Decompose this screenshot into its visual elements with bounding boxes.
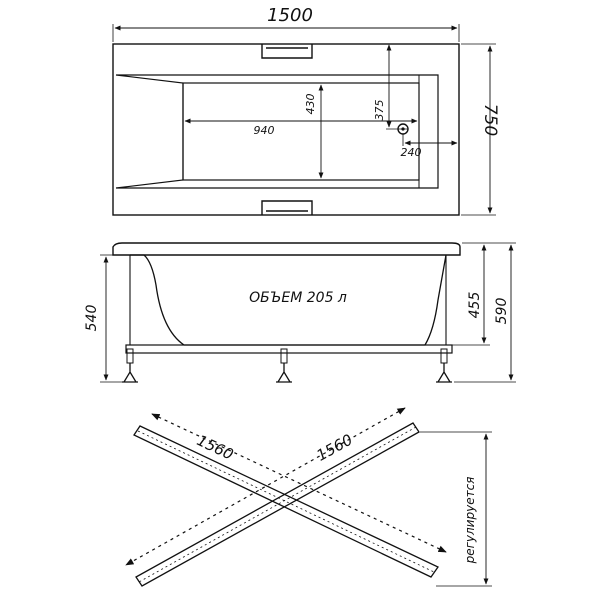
top-view: 1500 750 940 430 375 240 bbox=[112, 5, 500, 216]
dim-drain-offset-y: 375 bbox=[373, 100, 386, 121]
dim-depth: 455 bbox=[467, 292, 483, 319]
handle-top bbox=[261, 44, 313, 59]
volume-label: ОБЪЕМ 205 л bbox=[249, 290, 347, 306]
dim-inner-width: 430 bbox=[304, 94, 317, 115]
handle-bottom bbox=[261, 200, 313, 215]
tub-inner-contour bbox=[115, 74, 439, 189]
dim-height-total: 540 bbox=[84, 305, 100, 332]
dim-beam-left: 1560 bbox=[194, 431, 236, 463]
dim-width: 750 bbox=[480, 104, 500, 136]
side-view: ОБЪЕМ 205 л 540 455 590 bbox=[84, 242, 516, 383]
beam-b bbox=[135, 422, 420, 587]
leg-left bbox=[122, 348, 138, 383]
tub-rim bbox=[112, 242, 461, 256]
dim-length: 1500 bbox=[267, 5, 313, 26]
tub-basin-outline bbox=[182, 82, 420, 181]
leg-middle bbox=[276, 348, 292, 383]
tub-body bbox=[130, 254, 447, 346]
dim-height-with-legs: 590 bbox=[494, 298, 510, 325]
beam-a bbox=[133, 425, 439, 578]
frame-view: 1560 1560 регулируется bbox=[125, 407, 492, 587]
dim-inner-length: 940 bbox=[254, 124, 275, 137]
tub-outer-outline bbox=[112, 43, 460, 216]
adjustable-label: регулируется bbox=[463, 477, 477, 565]
dim-beam-right: 1560 bbox=[314, 430, 356, 464]
support-frame-beam bbox=[125, 344, 453, 354]
leg-right bbox=[436, 348, 452, 383]
dim-drain-offset-x: 240 bbox=[401, 146, 422, 159]
